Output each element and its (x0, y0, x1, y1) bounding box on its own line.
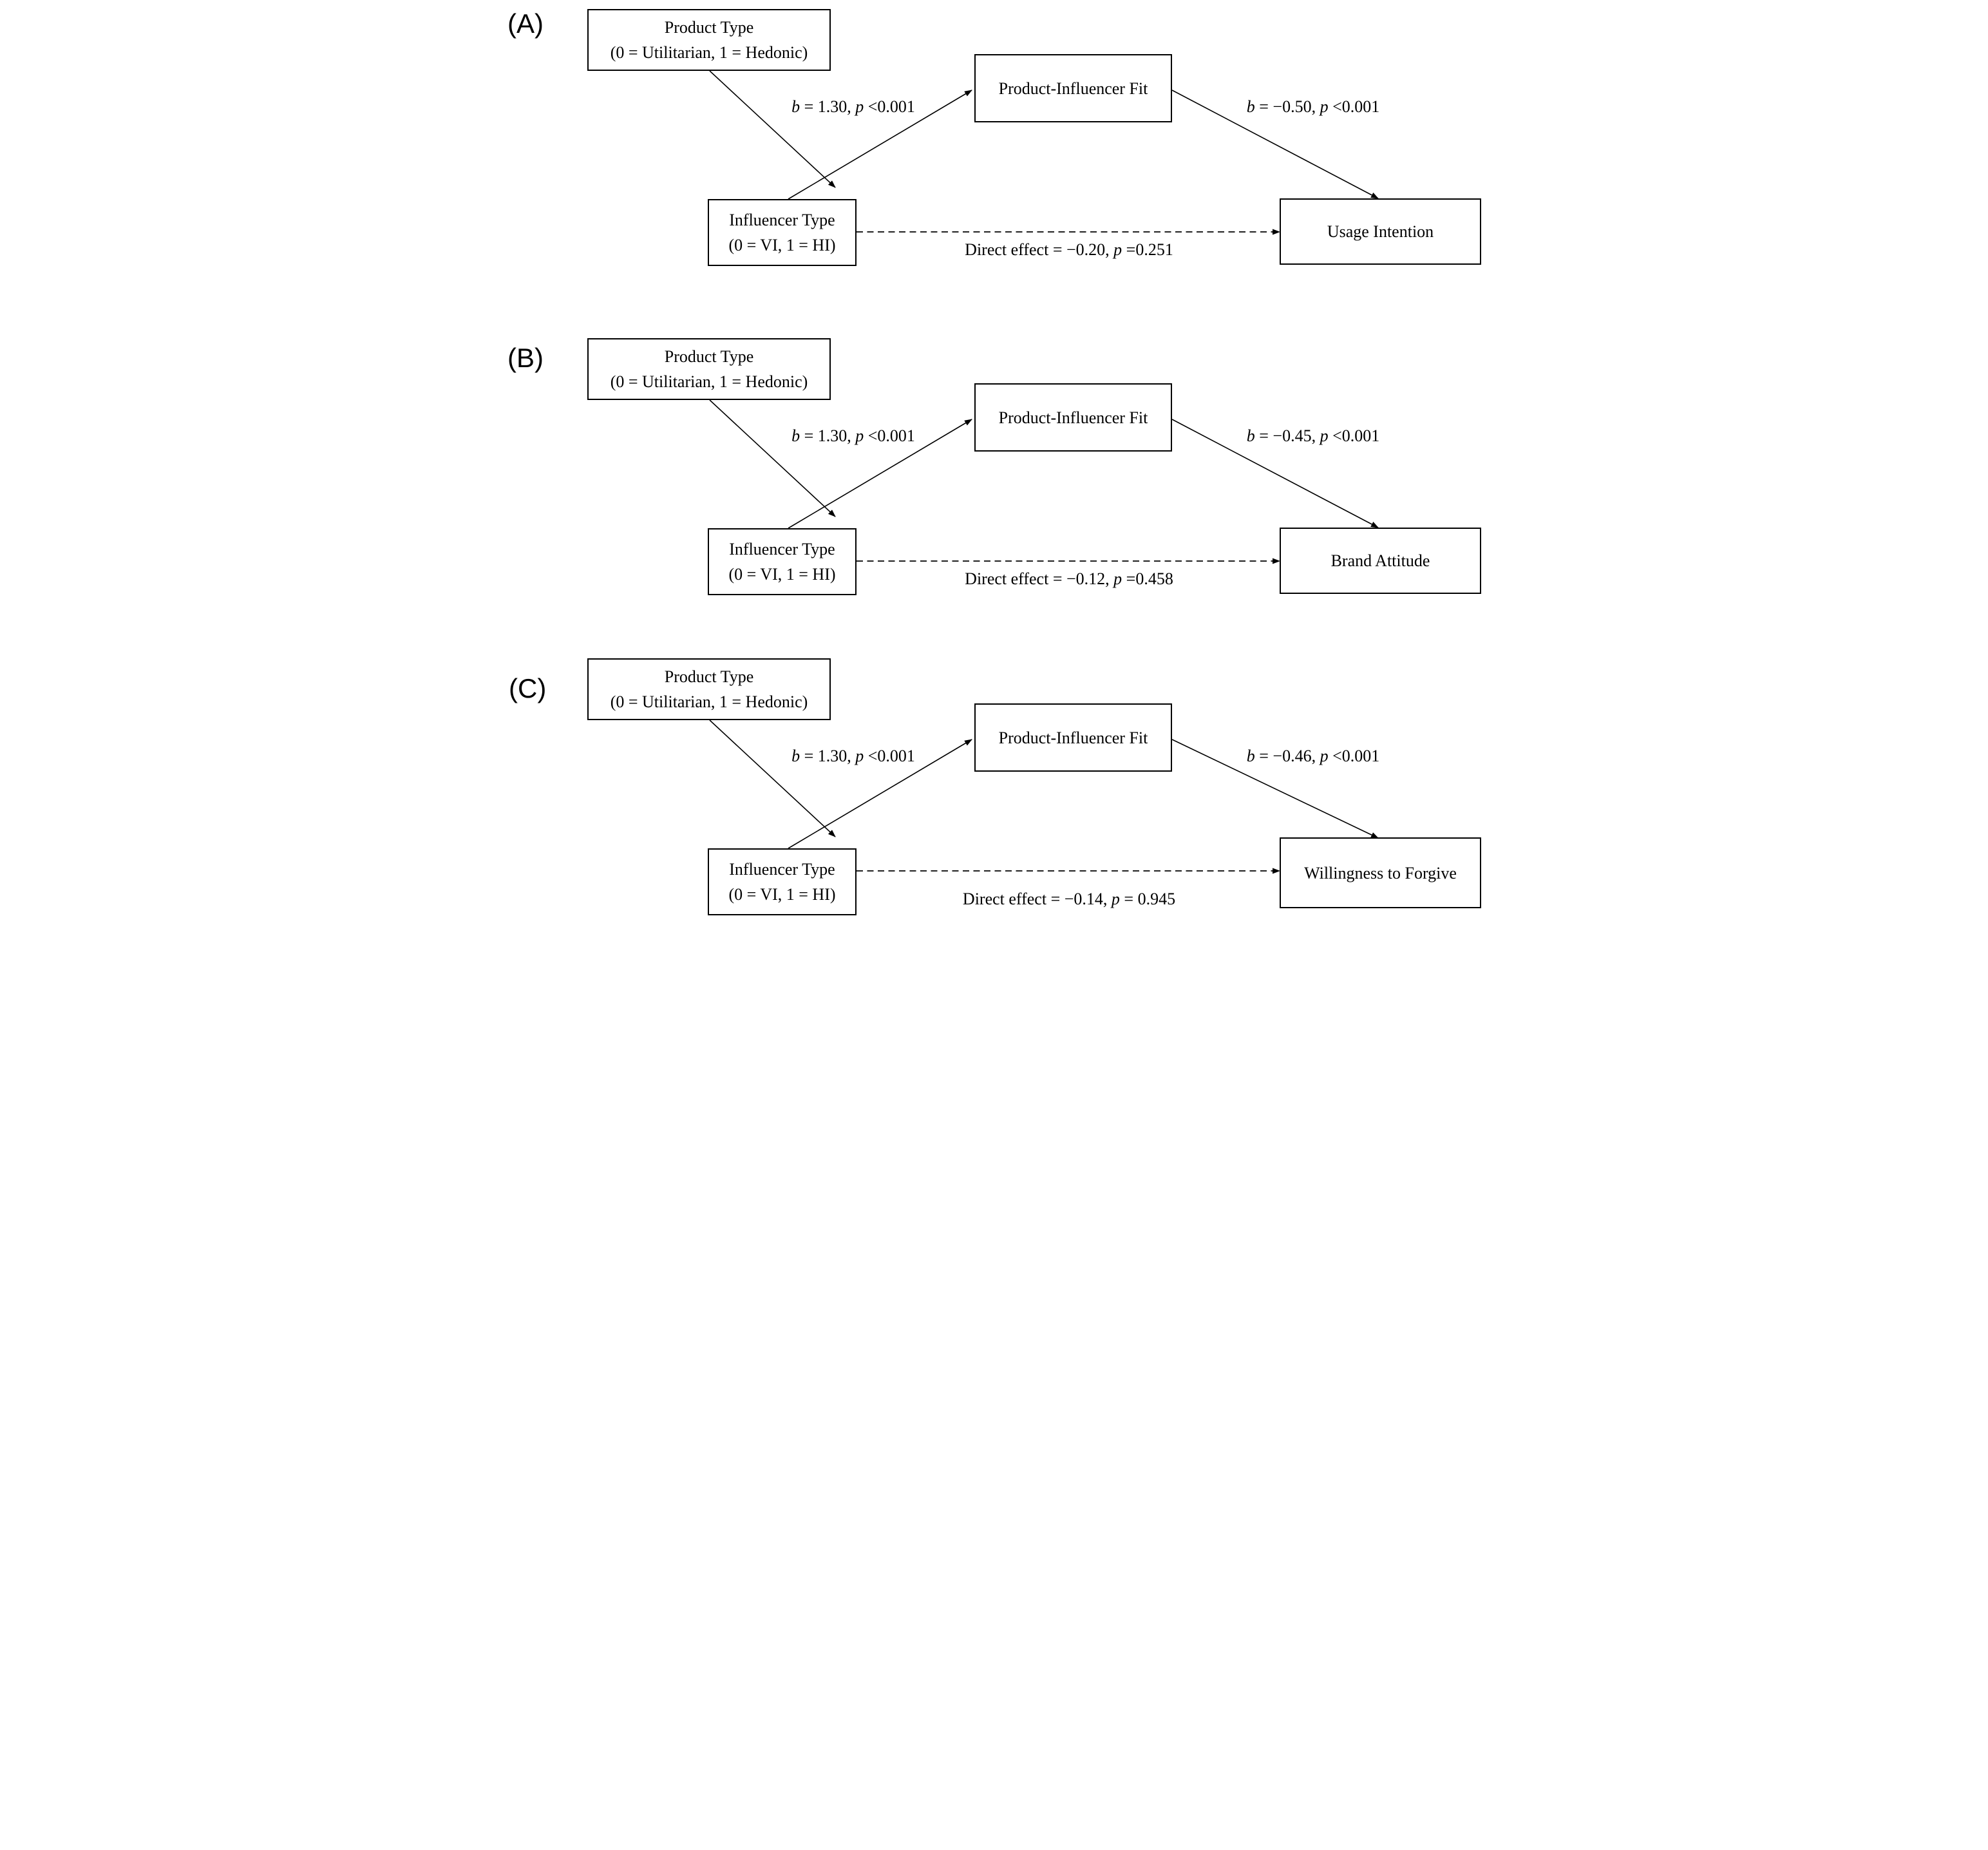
coefficient-value: = 1.30, (800, 426, 856, 445)
product-type-coding-b: (0 = Utilitarian, 1 = Hedonic) (610, 372, 808, 391)
arrow-layer (709, 70, 1379, 874)
p-symbol: p (1113, 569, 1122, 588)
outcome-label-b: Brand Attitude (1330, 551, 1430, 570)
influencer-type-box-a: Influencer Type (0 = VI, 1 = HI) (708, 199, 857, 266)
p-symbol: p (1320, 426, 1329, 445)
mediator-label-a: Product-Influencer Fit (998, 79, 1148, 98)
coefficient-symbol: b (1246, 747, 1255, 765)
path-to-mediator-label-b: b = 1.30, p <0.001 (791, 426, 915, 447)
direct-effect-value: Direct effect = −0.20, (965, 240, 1114, 259)
p-value: <0.001 (1328, 426, 1380, 445)
influencer-type-coding-c: (0 = VI, 1 = HI) (728, 885, 836, 904)
influencer-type-box-c: Influencer Type (0 = VI, 1 = HI) (708, 848, 857, 915)
panel-c-letter: (C) (509, 673, 547, 703)
product-type-box-b: Product Type (0 = Utilitarian, 1 = Hedon… (587, 338, 831, 400)
p-symbol: p (1111, 890, 1120, 908)
coefficient-symbol: b (791, 426, 800, 445)
p-value: <0.001 (864, 426, 915, 445)
p-value: <0.001 (864, 747, 915, 765)
coefficient-symbol: b (791, 97, 800, 116)
outcome-box-a: Usage Intention (1280, 198, 1481, 265)
mediator-box-c: Product-Influencer Fit (974, 703, 1172, 772)
p-value: = 0.945 (1119, 890, 1176, 908)
panel-a-letter: (A) (507, 8, 544, 39)
product-type-crossing-arrow-a (709, 70, 836, 188)
direct-effect-value: Direct effect = −0.14, (962, 890, 1112, 908)
direct-effect-value: Direct effect = −0.12, (965, 569, 1114, 588)
coefficient-value: = −0.46, (1254, 747, 1320, 765)
path-from-mediator-label-b: b = −0.45, p <0.001 (1247, 426, 1380, 447)
mediation-figure: (A) Product Type (0 = Utilitarian, 1 = H… (497, 0, 1491, 925)
influencer-type-title-a: Influencer Type (729, 211, 835, 229)
p-value: =0.458 (1122, 569, 1173, 588)
coefficient-symbol: b (791, 747, 800, 765)
influencer-type-coding-a: (0 = VI, 1 = HI) (728, 236, 836, 254)
mediator-to-outcome-arrow-a (1171, 90, 1379, 199)
product-type-box-c: Product Type (0 = Utilitarian, 1 = Hedon… (587, 658, 831, 720)
coefficient-value: = −0.45, (1254, 426, 1320, 445)
product-type-title-a: Product Type (664, 18, 754, 37)
product-type-crossing-arrow-b (709, 399, 836, 517)
path-to-mediator-label-c: b = 1.30, p <0.001 (791, 746, 915, 767)
direct-effect-label-a: Direct effect = −0.20, p =0.251 (965, 240, 1173, 261)
influencer-to-mediator-arrow-a (788, 90, 972, 200)
p-symbol: p (1320, 97, 1329, 116)
coefficient-symbol: b (1246, 97, 1255, 116)
outcome-box-b: Brand Attitude (1280, 528, 1481, 594)
mediator-box-a: Product-Influencer Fit (974, 54, 1172, 122)
influencer-to-mediator-arrow-c (788, 739, 972, 849)
outcome-label-a: Usage Intention (1327, 222, 1434, 241)
product-type-coding-a: (0 = Utilitarian, 1 = Hedonic) (610, 43, 808, 62)
p-value: =0.251 (1122, 240, 1173, 259)
p-symbol: p (855, 97, 864, 116)
product-type-title-c: Product Type (664, 667, 754, 686)
direct-effect-label-c: Direct effect = −0.14, p = 0.945 (963, 889, 1175, 910)
p-value: <0.001 (1328, 747, 1380, 765)
mediator-to-outcome-arrow-c (1171, 739, 1379, 839)
mediator-label-c: Product-Influencer Fit (998, 728, 1148, 747)
mediator-to-outcome-arrow-b (1171, 419, 1379, 528)
path-from-mediator-label-a: b = −0.50, p <0.001 (1247, 97, 1380, 118)
coefficient-symbol: b (1246, 426, 1255, 445)
mediator-box-b: Product-Influencer Fit (974, 383, 1172, 452)
mediator-label-b: Product-Influencer Fit (998, 408, 1148, 427)
product-type-title-b: Product Type (664, 347, 754, 366)
p-value: <0.001 (864, 97, 915, 116)
panel-b-letter: (B) (507, 343, 544, 373)
influencer-type-coding-b: (0 = VI, 1 = HI) (728, 565, 836, 584)
product-type-coding-c: (0 = Utilitarian, 1 = Hedonic) (610, 692, 808, 711)
p-symbol: p (1320, 747, 1329, 765)
path-from-mediator-label-c: b = −0.46, p <0.001 (1247, 746, 1380, 767)
p-value: <0.001 (1328, 97, 1380, 116)
coefficient-value: = 1.30, (800, 97, 856, 116)
influencer-to-mediator-arrow-b (788, 419, 972, 529)
direct-effect-label-b: Direct effect = −0.12, p =0.458 (965, 569, 1173, 590)
p-symbol: p (855, 747, 864, 765)
influencer-type-box-b: Influencer Type (0 = VI, 1 = HI) (708, 528, 857, 595)
path-to-mediator-label-a: b = 1.30, p <0.001 (791, 97, 915, 118)
coefficient-value: = −0.50, (1254, 97, 1320, 116)
influencer-type-title-c: Influencer Type (729, 860, 835, 879)
product-type-box-a: Product Type (0 = Utilitarian, 1 = Hedon… (587, 9, 831, 71)
coefficient-value: = 1.30, (800, 747, 856, 765)
product-type-crossing-arrow-c (709, 720, 836, 837)
outcome-label-c: Willingness to Forgive (1304, 863, 1457, 882)
p-symbol: p (1113, 240, 1122, 259)
influencer-type-title-b: Influencer Type (729, 540, 835, 558)
p-symbol: p (855, 426, 864, 445)
outcome-box-c: Willingness to Forgive (1280, 837, 1481, 908)
